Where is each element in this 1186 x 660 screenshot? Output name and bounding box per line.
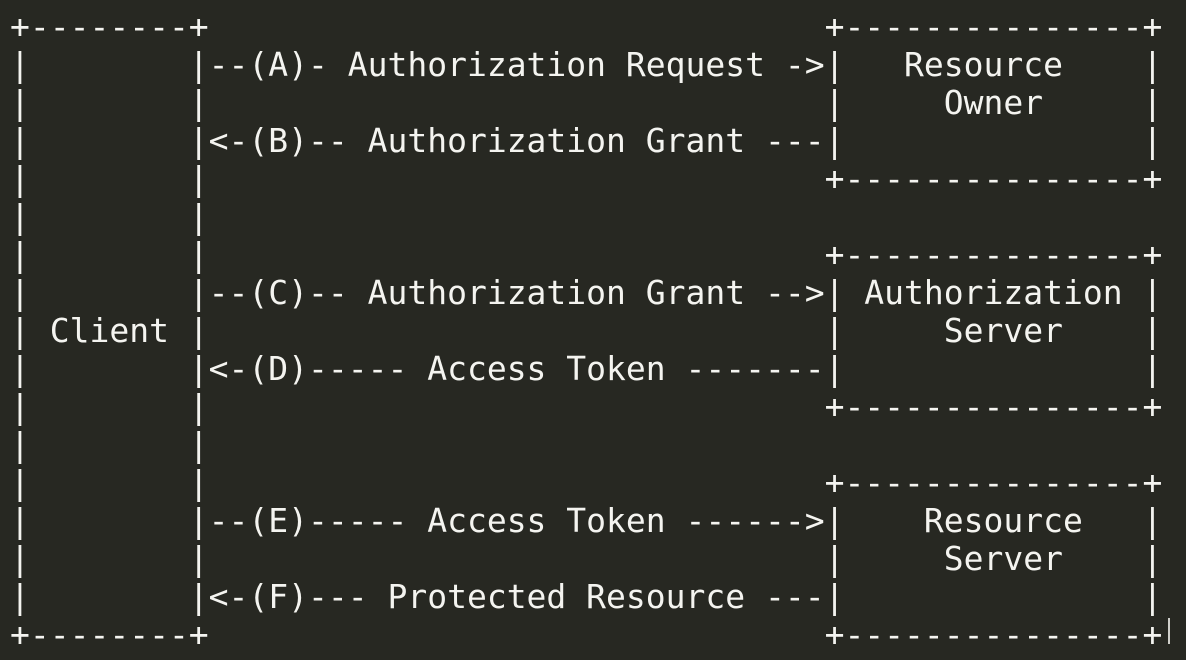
diagram-line: | | +---------------+ [10,235,1163,274]
diagram-line: | Client | | Server | [10,311,1163,350]
diagram-line: +--------+ +---------------+ [10,7,1163,46]
diagram-line: | |<-(F)--- Protected Resource ---| | [10,577,1163,616]
diagram-line: | | [10,197,209,236]
diagram-line: | | [10,425,209,464]
diagram-line: | | | Owner | [10,83,1163,122]
diagram-line: | | +---------------+ [10,463,1163,502]
diagram-line: | | +---------------+ [10,387,1163,426]
diagram-line: +--------+ +---------------+ [10,615,1163,654]
diagram-line: | |--(E)----- Access Token ------>| Reso… [10,501,1163,540]
diagram-line: | |<-(B)-- Authorization Grant ---| | [10,121,1163,160]
diagram-line: | |<-(D)----- Access Token -------| | [10,349,1163,388]
diagram-line: | | | Server | [10,539,1163,578]
oauth-flow-diagram: +--------+ +---------------+| |--(A)- Au… [10,8,1162,654]
diagram-line: | |--(A)- Authorization Request ->| Reso… [10,45,1163,84]
text-cursor [1168,618,1170,644]
diagram-line: | |--(C)-- Authorization Grant -->| Auth… [10,273,1163,312]
diagram-line: | | +---------------+ [10,159,1163,198]
